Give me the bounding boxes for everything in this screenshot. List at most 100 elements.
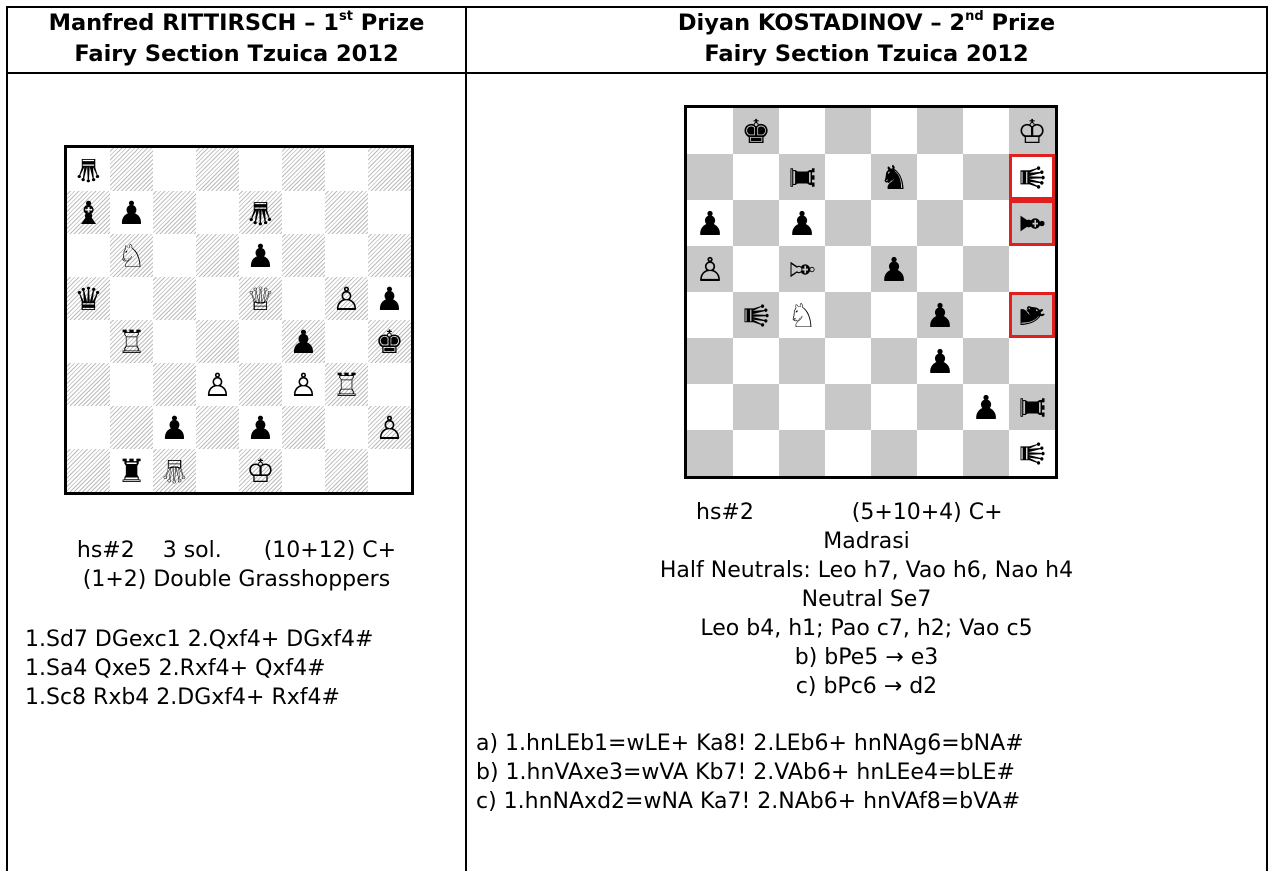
board-square-h1: ♛ bbox=[1009, 430, 1055, 476]
right-prize: Prize bbox=[984, 10, 1056, 36]
chess-piece-b7: ♟ bbox=[117, 197, 146, 229]
right-heading-line2: Fairy Section Tzuica 2012 bbox=[467, 39, 1266, 70]
chess-piece-h4-nao: ♞ bbox=[1016, 300, 1049, 330]
board-square-c6 bbox=[153, 234, 196, 277]
right-condition-line: Half Neutrals: Leo h7, Vao h6, Nao h4 bbox=[467, 556, 1266, 585]
right-twin-c: c) bPc6 → d2 bbox=[467, 672, 1266, 701]
board-square-d8 bbox=[196, 148, 239, 191]
board-square-h4: ♚ bbox=[368, 320, 411, 363]
board-square-d1 bbox=[196, 449, 239, 492]
right-condition-line: Leo b4, h1; Pao c7, h2; Vao c5 bbox=[467, 614, 1266, 643]
board-square-g2: ♟ bbox=[963, 384, 1009, 430]
board-square-a3 bbox=[687, 338, 733, 384]
board-square-h5 bbox=[1009, 246, 1055, 292]
board-square-b3 bbox=[733, 338, 779, 384]
board-square-f7 bbox=[282, 191, 325, 234]
chess-piece-b4: ♖ bbox=[117, 326, 146, 358]
board-square-a2 bbox=[67, 406, 110, 449]
board-square-e2: ♟ bbox=[239, 406, 282, 449]
left-prize: Prize bbox=[353, 10, 425, 36]
chess-piece-h6-vao: ♝ bbox=[1016, 208, 1049, 238]
board-square-c2 bbox=[779, 384, 825, 430]
board-square-d7 bbox=[196, 191, 239, 234]
board-square-b8: ♚ bbox=[733, 108, 779, 154]
board-square-d5 bbox=[196, 277, 239, 320]
board-square-a7: ♝ bbox=[67, 191, 110, 234]
right-solution-line: c) 1.hnNAxd2=wNA Ka7! 2.NAb6+ hnVAf8=bVA… bbox=[476, 787, 1020, 816]
board-square-e3 bbox=[871, 338, 917, 384]
board-square-e5: ♕ bbox=[239, 277, 282, 320]
right-condition-line: Madrasi bbox=[467, 527, 1266, 556]
chess-piece-g5: ♙ bbox=[332, 283, 361, 315]
chess-piece-h8: ♔ bbox=[1017, 115, 1047, 148]
right-stipulation: hs#2 (5+10+4) C+ bbox=[696, 498, 1003, 527]
board-square-e1 bbox=[871, 430, 917, 476]
board-square-a2 bbox=[687, 384, 733, 430]
board-square-a5: ♛ bbox=[67, 277, 110, 320]
board-square-a1 bbox=[687, 430, 733, 476]
chess-piece-h2: ♙ bbox=[375, 412, 404, 444]
board-square-b1 bbox=[733, 430, 779, 476]
chess-piece-e6: ♟ bbox=[246, 240, 275, 272]
board-square-d4 bbox=[825, 292, 871, 338]
chess-piece-e5: ♟ bbox=[879, 253, 909, 286]
right-solution-line: b) 1.hnVAxe3=wVA Kb7! 2.VAb6+ hnLEe4=bLE… bbox=[476, 758, 1015, 787]
chess-piece-h5: ♟ bbox=[375, 283, 404, 315]
left-fairy-pieces: (1+2) Double Grasshoppers bbox=[8, 565, 465, 594]
board-square-a7 bbox=[687, 154, 733, 200]
chess-piece-g2: ♟ bbox=[971, 391, 1001, 424]
board-square-g5: ♙ bbox=[325, 277, 368, 320]
chess-piece-a7: ♝ bbox=[74, 197, 103, 229]
board-square-b7: ♟ bbox=[110, 191, 153, 234]
board-square-a4 bbox=[67, 320, 110, 363]
board-square-b4: ♛ bbox=[733, 292, 779, 338]
board-square-c6: ♟ bbox=[779, 200, 825, 246]
board-square-d4 bbox=[196, 320, 239, 363]
board-square-c1 bbox=[779, 430, 825, 476]
chess-piece-d3: ♙ bbox=[203, 369, 232, 401]
board-square-g7 bbox=[963, 154, 1009, 200]
chess-piece-c5-vao: ♗ bbox=[786, 254, 819, 284]
board-square-e8 bbox=[871, 108, 917, 154]
board-square-h8 bbox=[368, 148, 411, 191]
left-heading-line2: Fairy Section Tzuica 2012 bbox=[8, 39, 465, 70]
chess-piece-b4-leo: ♛ bbox=[740, 300, 773, 330]
left-author: Manfred RITTIRSCH – 1 bbox=[49, 10, 339, 36]
board-square-e7: ♛ bbox=[239, 191, 282, 234]
board-square-g8 bbox=[963, 108, 1009, 154]
board-square-a8 bbox=[687, 108, 733, 154]
board-square-d3: ♙ bbox=[196, 363, 239, 406]
left-heading-line1: Manfred RITTIRSCH – 1st Prize bbox=[8, 8, 465, 39]
board-square-g5 bbox=[963, 246, 1009, 292]
left-solution-line: 1.Sc8 Rxb4 2.DGxf4+ Rxf4# bbox=[25, 683, 340, 712]
board-square-c4: ♘ bbox=[779, 292, 825, 338]
board-square-e1: ♔ bbox=[239, 449, 282, 492]
chess-piece-c6: ♟ bbox=[787, 207, 817, 240]
board-square-f1 bbox=[917, 430, 963, 476]
board-square-d6 bbox=[196, 234, 239, 277]
chess-piece-f4: ♟ bbox=[925, 299, 955, 332]
left-chess-diagram: ♛♝♟♛♘♟♛♕♙♟♖♟♚♙♙♖♟♟♙♜♕♔ bbox=[64, 145, 414, 495]
board-square-c1: ♕ bbox=[153, 449, 196, 492]
board-square-f4: ♟ bbox=[917, 292, 963, 338]
board-square-c8 bbox=[779, 108, 825, 154]
board-square-b5 bbox=[110, 277, 153, 320]
board-square-h5: ♟ bbox=[368, 277, 411, 320]
board-square-c5 bbox=[153, 277, 196, 320]
board-square-e3 bbox=[239, 363, 282, 406]
chess-piece-e7: ♞ bbox=[879, 161, 909, 194]
board-square-e6: ♟ bbox=[239, 234, 282, 277]
chess-piece-e7-double-grasshopper: ♛ bbox=[246, 197, 275, 229]
board-square-f8 bbox=[917, 108, 963, 154]
chess-piece-f3: ♟ bbox=[925, 345, 955, 378]
right-author: Diyan KOSTADINOV – 2 bbox=[678, 10, 965, 36]
board-square-b5 bbox=[733, 246, 779, 292]
board-square-g4 bbox=[325, 320, 368, 363]
board-square-b4: ♖ bbox=[110, 320, 153, 363]
board-square-f8 bbox=[282, 148, 325, 191]
left-stipulation: hs#2 3 sol. (10+12) C+ bbox=[8, 536, 465, 565]
board-square-g6 bbox=[325, 234, 368, 277]
chess-piece-a5: ♛ bbox=[74, 283, 103, 315]
table-right-border bbox=[1266, 6, 1268, 871]
board-square-c2: ♟ bbox=[153, 406, 196, 449]
